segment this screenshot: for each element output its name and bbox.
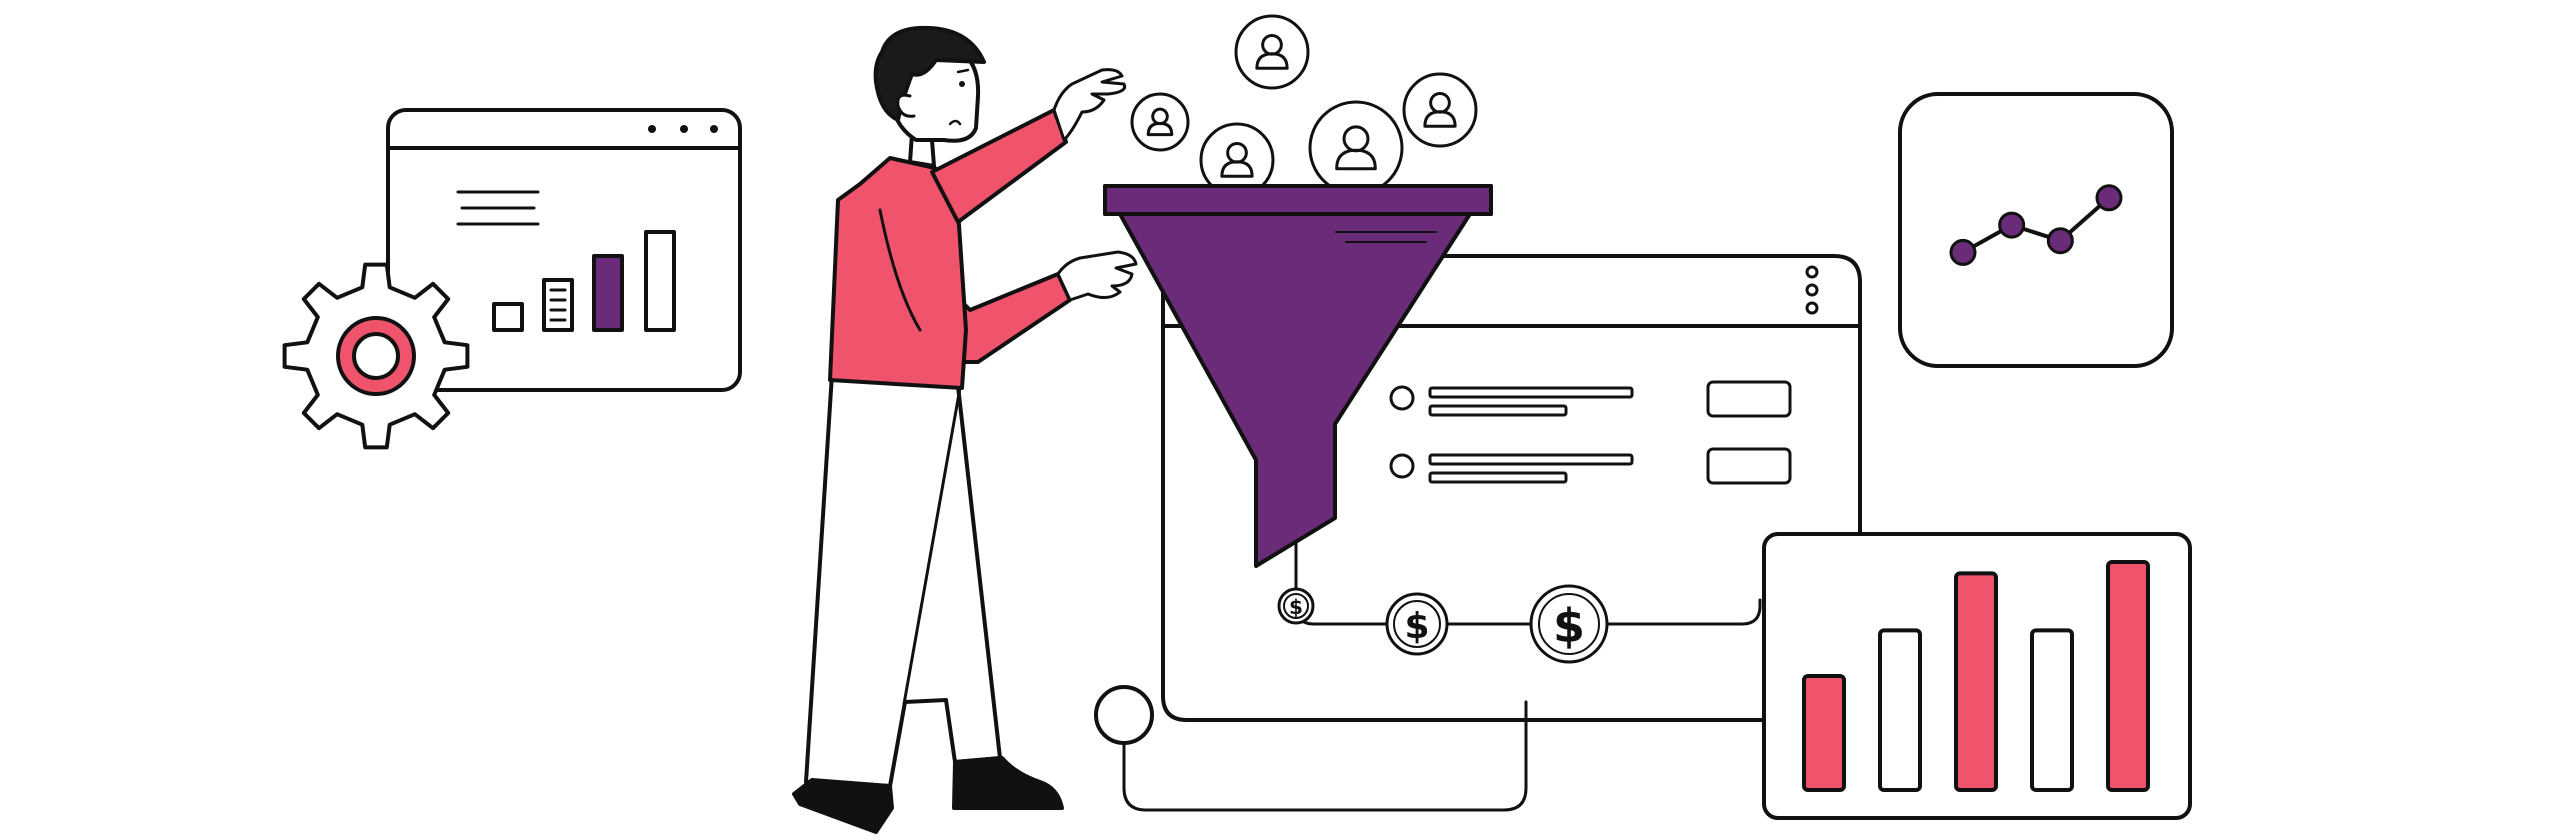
user-avatar-icon	[1130, 92, 1190, 152]
list-item	[1389, 447, 1792, 485]
person-figure	[792, 25, 1138, 834]
text-line-placeholder	[1428, 471, 1568, 484]
user-bubbles	[1103, 14, 1493, 216]
svg-text:$: $	[1404, 606, 1429, 647]
bar	[2030, 628, 2074, 793]
trend-point	[2095, 184, 2123, 212]
window-dot	[648, 125, 656, 133]
list-item	[1389, 380, 1792, 418]
bar	[492, 302, 524, 332]
trend-widget	[1898, 92, 2174, 368]
line-trend-icon	[1949, 184, 2123, 266]
dollar-coin-icon: $	[1385, 592, 1449, 656]
trend-point	[1949, 238, 1977, 266]
button-placeholder	[1706, 380, 1792, 418]
radio-icon	[1389, 453, 1415, 479]
user-avatar-icon	[1234, 14, 1310, 90]
bar	[1802, 674, 1846, 792]
bar-chart	[1802, 560, 2150, 793]
user-avatar-icon	[1308, 100, 1404, 196]
node-circle	[1094, 685, 1154, 745]
menu-dot	[1805, 265, 1819, 279]
dollar-coin-icon: $	[1529, 584, 1609, 664]
user-avatar-icon	[1402, 72, 1478, 148]
trend-point	[2046, 227, 2074, 255]
window-dot	[680, 125, 688, 133]
gear-icon	[282, 262, 470, 450]
bar	[644, 230, 676, 332]
svg-text:$: $	[1553, 599, 1585, 653]
bar	[1954, 571, 1998, 793]
dashboard-window-left	[386, 108, 742, 392]
dollar-coin-icon: $	[1277, 587, 1315, 625]
trend-line	[1961, 195, 2111, 255]
radio-icon	[1389, 385, 1415, 411]
funnel-rim	[1103, 184, 1493, 216]
text-line-placeholder	[1428, 404, 1568, 417]
menu-dot	[1805, 301, 1819, 315]
trend-point	[1998, 211, 2026, 239]
bar-chart-small	[492, 230, 676, 332]
user-avatar-icon	[1199, 122, 1275, 198]
bar	[592, 254, 624, 332]
bar	[2106, 560, 2150, 792]
svg-text:$: $	[1289, 595, 1303, 619]
button-placeholder	[1706, 447, 1792, 485]
text-line-placeholder	[1428, 453, 1634, 466]
bar	[542, 278, 574, 332]
window-dot	[710, 125, 718, 133]
bar	[1878, 628, 1922, 793]
menu-dot	[1805, 283, 1819, 297]
bar-chart-panel	[1762, 532, 2192, 820]
text-line-placeholder	[1428, 386, 1634, 399]
